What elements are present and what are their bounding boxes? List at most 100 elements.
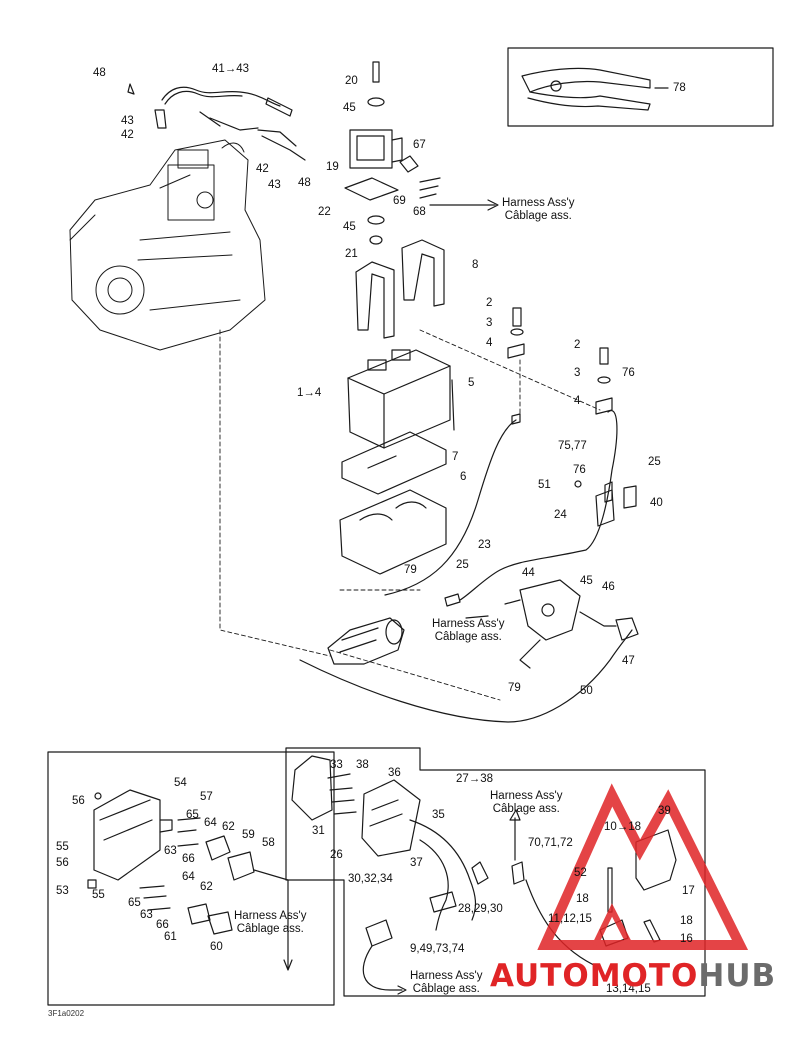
callout-63-bottom: 63 (140, 909, 153, 921)
callout-43-left: 43 (121, 115, 134, 127)
callout-65-bottom: 65 (128, 897, 141, 909)
callout-64-bottom: 64 (182, 871, 195, 883)
callout-50: 50 (580, 685, 593, 697)
callout-37: 37 (410, 857, 423, 869)
callout-45-upper: 45 (343, 102, 356, 114)
watermark-text: AUTOMOTOHUB (490, 958, 777, 994)
starter-solenoid (575, 481, 636, 526)
callout-55-bottom: 55 (92, 889, 105, 901)
relay-bracket (505, 580, 638, 668)
callout-16: 16 (680, 933, 693, 945)
battery-straps (356, 240, 444, 338)
callout-31: 31 (312, 825, 325, 837)
callout-76-lower: 76 (573, 464, 586, 476)
callout-61: 61 (164, 931, 177, 943)
drawing-code: 3F1a0202 (48, 1009, 85, 1018)
callout-20: 20 (345, 75, 358, 87)
callout-38: 38 (356, 759, 369, 771)
callout-3-left: 3 (486, 317, 493, 329)
callout-42-left: 42 (121, 129, 134, 141)
callout-30-32-34: 30,32,34 (348, 873, 393, 885)
callout-69: 69 (393, 195, 406, 207)
callout-78: 78 (673, 82, 686, 94)
callout-62-top: 62 (222, 821, 235, 833)
callout-28-29-30: 28,29,30 (458, 903, 503, 915)
callout-4-left: 4 (486, 337, 493, 349)
callout-43-right: 43 (268, 179, 281, 191)
callout-64-top: 64 (204, 817, 217, 829)
callout-52: 52 (574, 867, 587, 879)
ignition-wires (128, 84, 305, 160)
callout-58: 58 (262, 837, 275, 849)
callout-44: 44 (522, 567, 535, 579)
callout-56-top: 56 (72, 795, 85, 807)
callout-1-4: 1→4 (297, 387, 322, 399)
callout-45-relay: 45 (580, 575, 593, 587)
ignition-coil (345, 62, 440, 244)
battery-tray (340, 432, 446, 574)
callout-26: 26 (330, 849, 343, 861)
callout-5: 5 (468, 377, 475, 389)
callout-13-14-15: 13,14,15 (606, 983, 651, 995)
callout-46: 46 (602, 581, 615, 593)
engine-block (70, 140, 265, 350)
callout-6: 6 (460, 471, 467, 483)
callout-19: 19 (326, 161, 339, 173)
guide-lines (220, 330, 600, 700)
callout-63-top: 63 (164, 845, 177, 857)
terminal-bolt-left (508, 308, 524, 358)
callout-23: 23 (478, 539, 491, 551)
callout-2-right: 2 (574, 339, 581, 351)
callout-41-43: 41→43 (212, 63, 250, 75)
callout-75-77: 75,77 (558, 440, 587, 452)
callout-27-38: 27→38 (456, 773, 494, 785)
battery-cables (300, 380, 632, 722)
callout-18-left: 18 (576, 893, 589, 905)
callout-56-bottom: 56 (56, 857, 69, 869)
callout-7: 7 (452, 451, 459, 463)
callout-60: 60 (210, 941, 223, 953)
callout-24: 24 (554, 509, 567, 521)
callout-55-top: 55 (56, 841, 69, 853)
callout-17: 17 (682, 885, 695, 897)
callout-54: 54 (174, 777, 187, 789)
callout-18-right: 18 (680, 915, 693, 927)
callout-76-upper: 76 (622, 367, 635, 379)
callout-4-right: 4 (574, 395, 581, 407)
callout-51: 51 (538, 479, 551, 491)
harness-arrowhead-1 (488, 200, 498, 210)
callout-59: 59 (242, 829, 255, 841)
callout-66-bottom: 66 (156, 919, 169, 931)
battery (348, 350, 450, 448)
callout-68: 68 (413, 206, 426, 218)
callout-65-top: 65 (186, 809, 199, 821)
starter-motor (328, 618, 404, 664)
callout-25-right: 25 (648, 456, 661, 468)
callout-2-left: 2 (486, 297, 493, 309)
callout-53: 53 (56, 885, 69, 897)
callout-57: 57 (200, 791, 213, 803)
callout-11-12-15: 11,12,15 (548, 913, 592, 925)
callout-35: 35 (432, 809, 445, 821)
callout-48-top: 48 (93, 67, 106, 79)
callout-36: 36 (388, 767, 401, 779)
callout-79-lower: 79 (508, 682, 521, 694)
callout-33: 33 (330, 759, 343, 771)
callout-47: 47 (622, 655, 635, 667)
callout-67: 67 (413, 139, 426, 151)
callout-3-right: 3 (574, 367, 581, 379)
callout-9-49-73-74: 9,49,73,74 (410, 943, 465, 955)
callout-42-right: 42 (256, 163, 269, 175)
callout-66-top: 66 (182, 853, 195, 865)
callout-25-lower: 25 (456, 559, 469, 571)
callout-22: 22 (318, 206, 331, 218)
crimping-tool-inset (508, 48, 773, 126)
callout-8: 8 (472, 259, 479, 271)
callout-39: 39 (658, 805, 671, 817)
